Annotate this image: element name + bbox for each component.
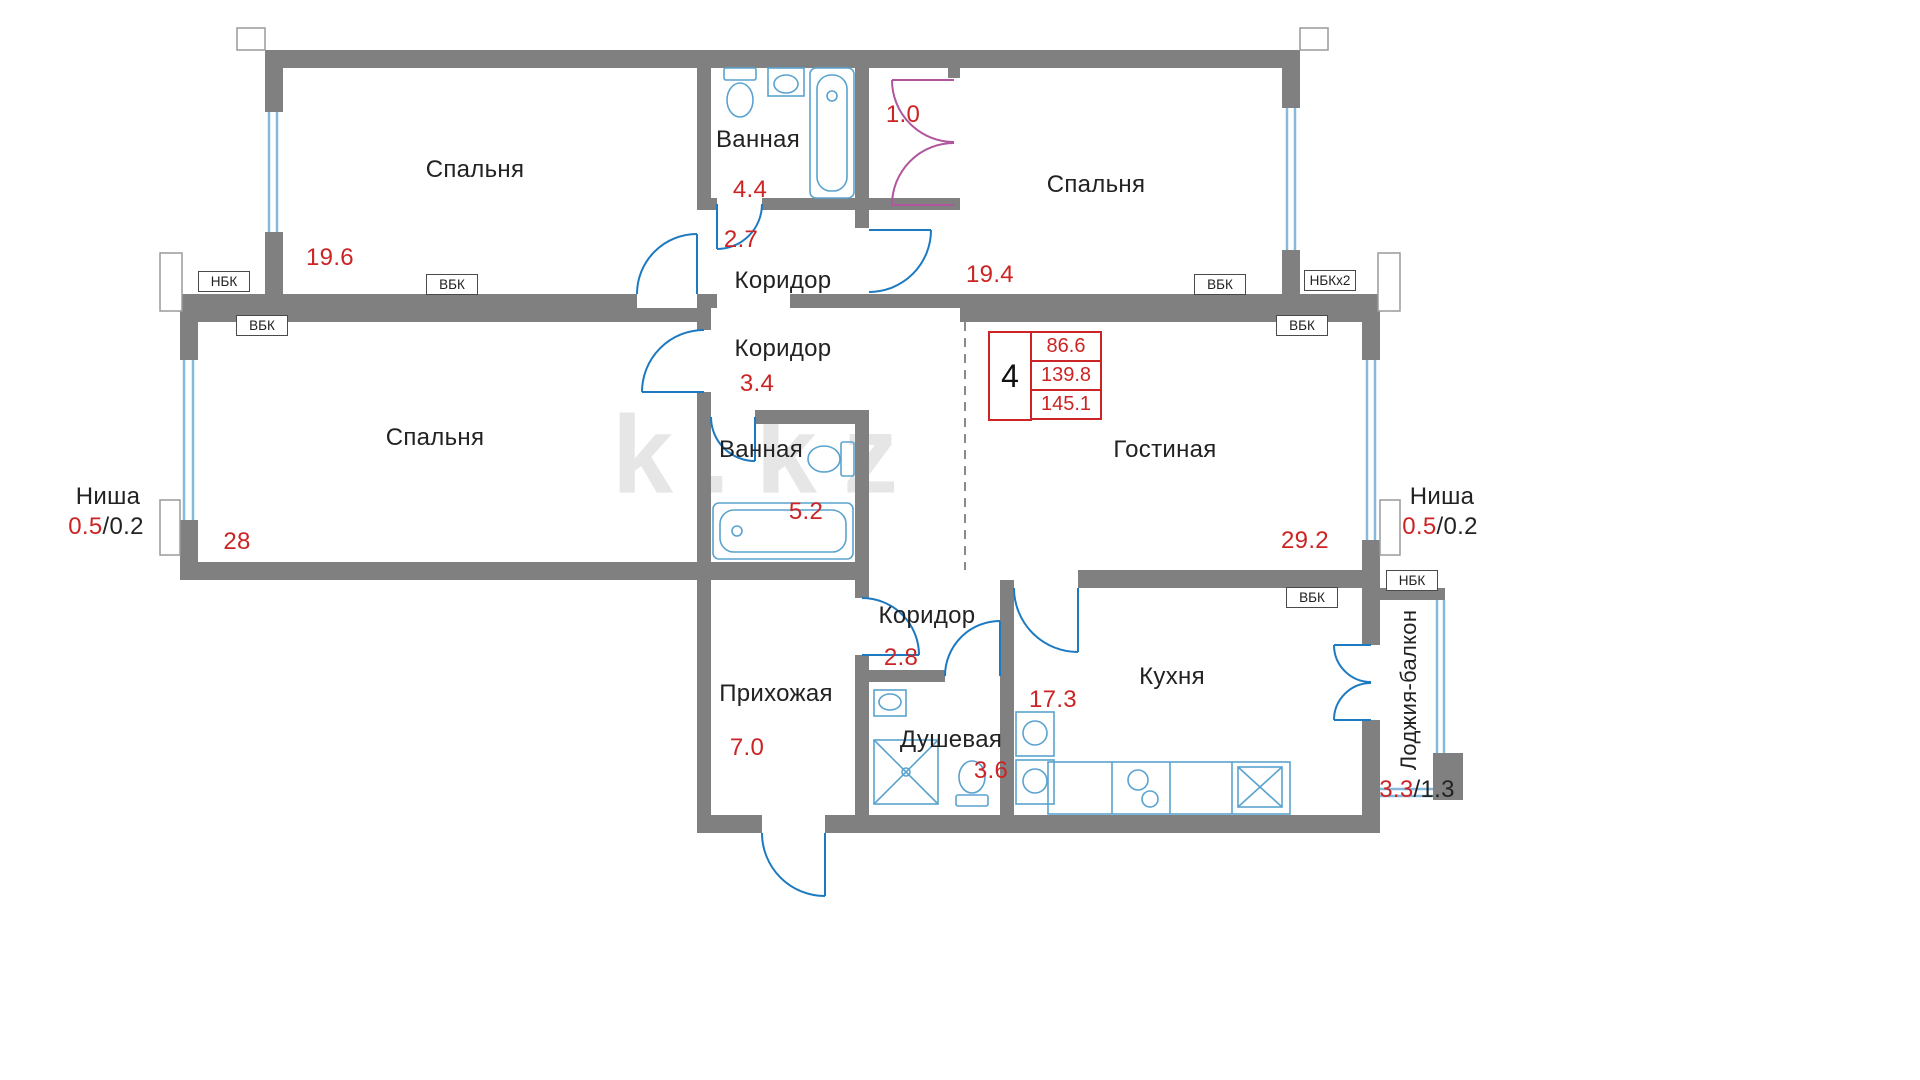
- door-arc: [716, 203, 763, 250]
- fixtures-layer: [712, 67, 1291, 815]
- vent-marker: ВБК: [1194, 274, 1246, 295]
- doors-layer: [636, 203, 1372, 897]
- room-area-corridor-bottom: 2.8: [883, 644, 919, 671]
- windows-layer: [182, 108, 1446, 798]
- room-area-bedroom-top-left: 19.6: [306, 244, 354, 271]
- entry-door-arc: [761, 832, 826, 897]
- vent-marker: ВБК: [1286, 587, 1338, 608]
- washer-icon: [1015, 759, 1055, 805]
- toilet-icon: [723, 67, 757, 118]
- niche-left-area: 0.5/0.2: [68, 513, 144, 540]
- balcony-door-arc: [1333, 644, 1372, 683]
- door-arc: [861, 597, 920, 656]
- washer-icon: [1015, 711, 1055, 757]
- vent-marker: НБКх2: [1304, 270, 1356, 291]
- bathtub-icon: [712, 502, 854, 560]
- vent-marker: ВБК: [426, 274, 478, 295]
- niche-right-name: Ниша: [1409, 483, 1475, 510]
- living-area-value: 86.6: [1030, 331, 1102, 362]
- sink-icon: [873, 689, 907, 717]
- room-name-living-room: Гостиная: [1113, 436, 1217, 463]
- stove-icon: [1237, 766, 1283, 808]
- room-count: 4: [988, 331, 1032, 421]
- apartment-area-value: 139.8: [1030, 360, 1102, 391]
- room-name-corridor-top: Коридор: [734, 267, 832, 294]
- room-area-bedroom-top-right: 19.4: [966, 261, 1014, 288]
- door-arc: [636, 233, 698, 295]
- sink-icon: [767, 67, 805, 97]
- vent-marker: НБК: [198, 271, 250, 292]
- room-area-bathroom-top: 4.4: [732, 176, 768, 203]
- toilet-icon: [955, 760, 989, 807]
- wardrobe-doors: [891, 79, 955, 206]
- room-name-shower-room: Душевая: [899, 726, 1003, 753]
- door-arc: [641, 329, 705, 393]
- niche-right-area: 0.5/0.2: [1402, 513, 1478, 540]
- room-name-loggia: Лоджия-балкон: [1396, 609, 1421, 771]
- room-name-bedroom-top-left: Спальня: [425, 156, 525, 183]
- niche-left-name: Ниша: [75, 483, 141, 510]
- door-arc: [710, 416, 756, 462]
- room-name-bathroom-top: Ванная: [715, 126, 801, 153]
- room-name-hallway: Прихожая: [719, 680, 833, 707]
- room-area-bathroom-mid: 5.2: [788, 498, 824, 525]
- door-arc: [944, 620, 1001, 677]
- room-area-shower-room: 3.6: [973, 757, 1009, 784]
- area-summary-table: 4 86.6 139.8 145.1: [988, 331, 1102, 421]
- room-name-corridor-bottom: Коридор: [878, 602, 976, 629]
- room-area-living-room: 29.2: [1281, 527, 1329, 554]
- door-arc: [1013, 587, 1079, 653]
- room-area-loggia: 3.3/1.3: [1379, 776, 1455, 803]
- bathtub-icon: [809, 67, 855, 199]
- vent-marker: НБК: [1386, 570, 1438, 591]
- room-area-kitchen: 17.3: [1029, 686, 1077, 713]
- kitchen-sink-icon: [1127, 769, 1159, 808]
- room-area-corridor-mid: 3.4: [739, 370, 775, 397]
- niche-outlines: [159, 27, 1401, 556]
- door-arc: [868, 229, 932, 293]
- kitchen-counter-icon: [1047, 761, 1291, 815]
- room-area-wardrobe: 1.0: [885, 101, 921, 128]
- room-name-kitchen: Кухня: [1139, 663, 1205, 690]
- toilet-icon: [807, 441, 855, 477]
- room-name-corridor-mid: Коридор: [734, 335, 832, 362]
- total-area-value: 145.1: [1030, 389, 1102, 420]
- room-name-bathroom-mid: Ванная: [718, 436, 804, 463]
- room-area-bedroom-left: 28: [223, 528, 251, 555]
- room-name-bedroom-left: Спальня: [385, 424, 485, 451]
- shower-tray-icon: [873, 739, 939, 805]
- room-area-hallway: 7.0: [729, 734, 765, 761]
- walls-layer: [180, 50, 1463, 833]
- balcony-door-arc: [1333, 682, 1372, 721]
- room-name-bedroom-top-right: Спальня: [1046, 171, 1146, 198]
- vent-marker: ВБК: [236, 315, 288, 336]
- vent-marker: ВБК: [1276, 315, 1328, 336]
- room-area-corridor-top: 2.7: [723, 226, 759, 253]
